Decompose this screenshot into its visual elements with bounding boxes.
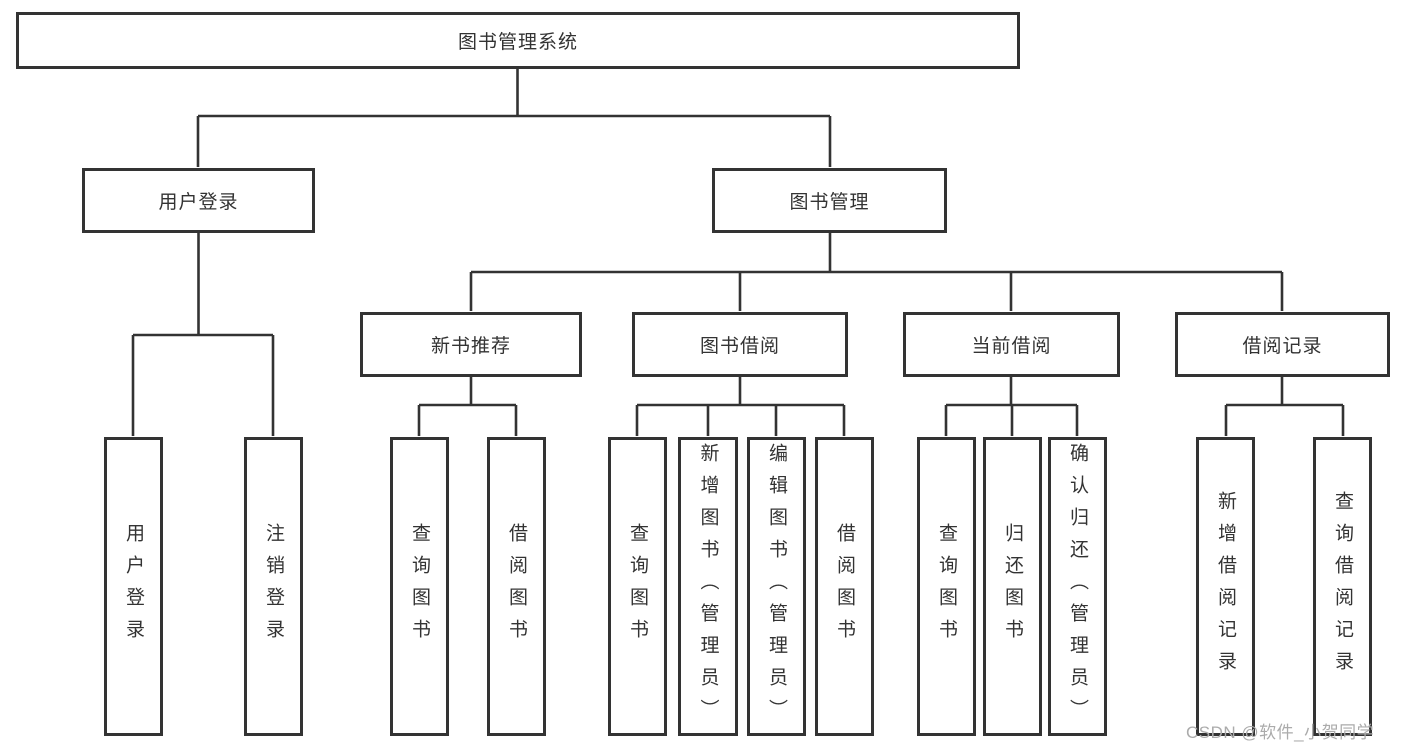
leaf-label: 查询图书 — [627, 522, 648, 651]
node-label: 图书管理 — [789, 192, 870, 213]
node-label: 图书借阅 — [699, 336, 780, 357]
leaf-query-books-recommend: 查询图书 — [390, 437, 449, 736]
node-label: 当前借阅 — [971, 336, 1052, 357]
leaf-label: 新增借阅记录 — [1215, 490, 1236, 683]
leaf-query-borrow-record: 查询借阅记录 — [1313, 437, 1372, 736]
node-label: 借阅记录 — [1242, 336, 1323, 357]
leaf-label: 编辑图书（管理员） — [766, 442, 787, 731]
node-label: 新书推荐 — [430, 336, 511, 357]
leaf-confirm-return-admin: 确认归还（管理员） — [1048, 437, 1107, 736]
node-book-borrowing: 图书借阅 — [632, 312, 848, 377]
node-library-management-system: 图书管理系统 — [16, 12, 1020, 69]
csdn-watermark: CSDN @软件_小贺同学 — [1186, 723, 1375, 742]
leaf-label: 新增图书（管理员） — [697, 442, 719, 731]
leaf-label: 查询借阅记录 — [1332, 490, 1353, 683]
leaf-query-books-current: 查询图书 — [917, 437, 976, 736]
leaf-edit-book-admin: 编辑图书（管理员） — [747, 437, 806, 736]
leaf-add-borrow-record: 新增借阅记录 — [1196, 437, 1255, 736]
leaf-label: 确认归还（管理员） — [1067, 442, 1088, 731]
leaf-label: 借阅图书 — [834, 522, 855, 651]
leaf-label: 归还图书 — [1002, 522, 1023, 651]
leaf-label: 查询图书 — [936, 522, 957, 651]
leaf-label: 用户登录 — [123, 522, 144, 651]
leaf-label: 注销登录 — [263, 522, 284, 651]
leaf-borrow-books-borrowing: 借阅图书 — [815, 437, 874, 736]
leaf-return-book: 归还图书 — [983, 437, 1042, 736]
leaf-borrow-books-recommend: 借阅图书 — [487, 437, 546, 736]
node-new-book-recommend: 新书推荐 — [360, 312, 582, 377]
leaf-query-books-borrowing: 查询图书 — [608, 437, 667, 736]
node-label: 用户登录 — [158, 192, 239, 213]
node-borrowing-records: 借阅记录 — [1175, 312, 1390, 377]
leaf-label: 借阅图书 — [506, 522, 527, 651]
leaf-user-login: 用户登录 — [104, 437, 163, 736]
leaf-logout: 注销登录 — [244, 437, 303, 736]
node-label: 图书管理系统 — [457, 32, 578, 53]
node-user-login-branch: 用户登录 — [82, 168, 315, 233]
leaf-label: 查询图书 — [409, 522, 430, 651]
node-book-management-branch: 图书管理 — [712, 168, 947, 233]
node-current-borrowing: 当前借阅 — [903, 312, 1120, 377]
leaf-add-book-admin: 新增图书（管理员） — [678, 437, 738, 736]
